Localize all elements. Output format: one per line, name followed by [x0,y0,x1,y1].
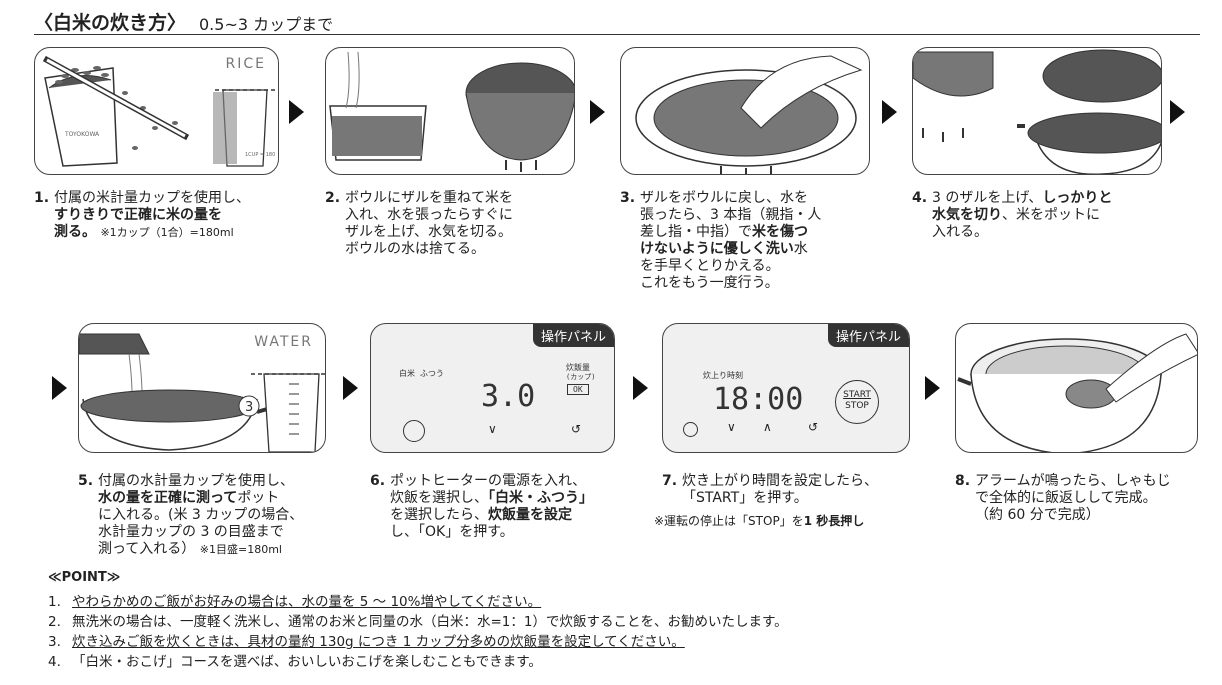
rice-amount-label: 炊飯量 [566,363,590,372]
point-item-1: 1.やわらかめのご飯がお好みの場合は、水の量を 5 〜 10%増やしてください。 [48,594,542,610]
time-label: 炊上り時刻 [703,371,743,380]
back-icon[interactable]: ↺ [808,420,819,434]
rice-cup-illustration: TOYOKOWA 1CUP = 180 [42,55,275,167]
back-icon[interactable]: ↺ [571,422,582,436]
cooked-rice-illustration [957,333,1197,452]
up-icon[interactable]: ∧ [763,420,772,434]
svg-text:1CUP = 180: 1CUP = 180 [245,152,275,158]
svg-text:3: 3 [245,400,253,415]
arrow-2 [590,100,605,124]
start-stop-button[interactable]: START STOP [835,380,879,424]
lcd-display-6: 3.0 [481,379,536,414]
clock-icon[interactable] [683,422,698,437]
panel-water: 3 WATER [78,323,326,453]
arrow-5 [52,376,67,400]
arrow-4 [1170,100,1185,124]
panel-wash [620,47,870,175]
rice-amount-unit: (カップ) [566,373,596,381]
drain-illustration [913,49,1161,174]
panel-tag-7: 操作パネル [827,324,909,347]
panel-control-7: 操作パネル 炊上り時刻 18:00 START STOP ∨ ∧ ↺ [662,323,910,453]
panel-rinse [325,47,575,175]
rice-label: RICE [225,56,266,72]
down-icon[interactable]: ∨ [727,420,736,434]
panel-rice-measure: TOYOKOWA 1CUP = 180 RICE [34,47,279,175]
water-label: WATER [254,334,313,350]
point-item-3: 3.炊き込みご飯を炊くときは、具材の量約 130g につき 1 カップ分多めの炊… [48,634,685,650]
arrow-8 [925,376,940,400]
arrow-3 [882,100,897,124]
panel-done [955,323,1198,453]
page-title: 〈白米の炊き方〉 [34,12,187,34]
water-illustration: 3 [79,333,325,452]
point-item-2: 2.無洗米の場合は、一度軽く洗米し、通常のお米と同量の水（白米：水=1：1）で炊… [48,614,788,630]
point-item-4: 4.「白米・おこげ」コースを選べば、おいしいおこげを楽しむこともできます。 [48,654,542,670]
svg-text:TOYOKOWA: TOYOKOWA [64,131,100,138]
lcd-display-7: 18:00 [713,382,804,417]
arrow-6 [343,376,358,400]
wash-illustration [635,55,863,174]
point-heading: ≪POINT≫ [48,570,121,585]
panel-control-6: 操作パネル 白米 ふつう 炊飯量 (カップ) OK 3.0 ∨ ↺ [370,323,615,453]
bowl-illustration [329,51,574,172]
page-subtitle: 0.5~3 カップまで [199,15,334,34]
power-button[interactable] [403,420,425,442]
title-row: 〈白米の炊き方〉 0.5~3 カップまで [34,6,1200,35]
arrow-7 [633,376,648,400]
mode-label: 白米 ふつう [399,369,444,378]
down-icon[interactable]: ∨ [488,422,497,436]
panel-tag-6: 操作パネル [532,324,614,347]
panel-drain [912,47,1162,175]
ok-indicator: OK [567,384,589,395]
arrow-1 [289,100,304,124]
